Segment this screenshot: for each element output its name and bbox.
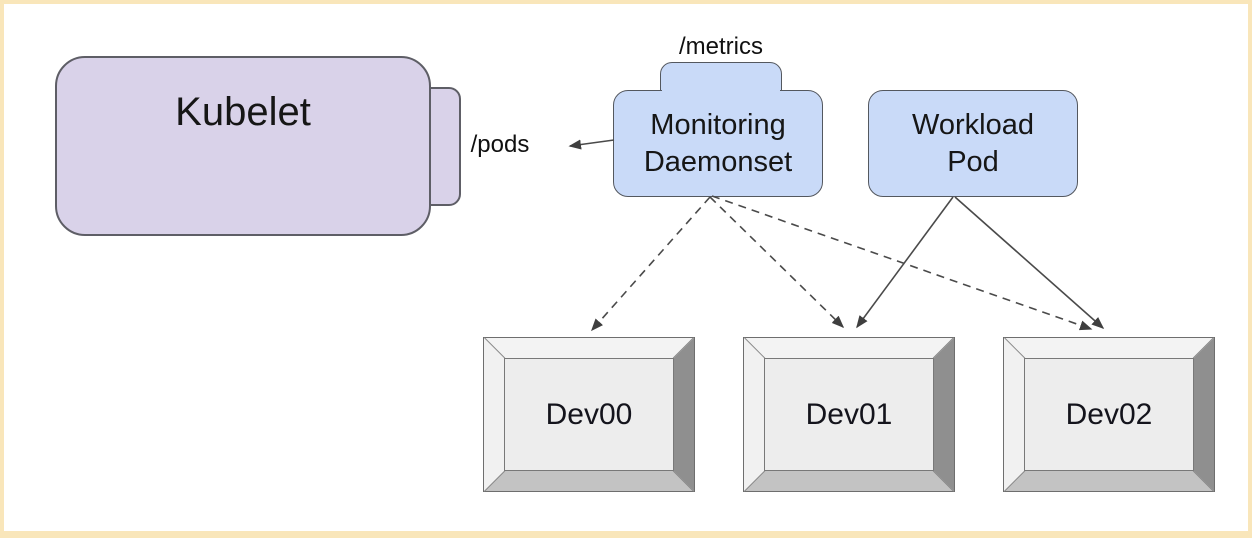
kubelet-node: Kubelet [55, 56, 431, 236]
workload-pod-node: Workload Pod [868, 90, 1078, 197]
edge-monitoring-kubelet-pods [568, 139, 615, 150]
workload-pod-label: Workload Pod [912, 108, 1034, 178]
device-label: Dev01 [805, 397, 893, 431]
device-node-dev01: Dev01 [743, 337, 955, 492]
edge-monitoring-dev02 [711, 195, 1093, 331]
metrics-endpoint-label: /metrics [679, 33, 763, 60]
edge-workload-dev02 [954, 196, 1105, 329]
edge-monitoring-dev01 [709, 196, 845, 329]
monitoring-daemonset-label: Monitoring Daemonset [643, 108, 793, 178]
device-bevel: Dev01 [744, 338, 954, 491]
monitoring-daemonset-node: Monitoring Daemonset [613, 90, 823, 197]
device-bevel: Dev02 [1004, 338, 1214, 491]
device-node-dev02: Dev02 [1003, 337, 1215, 492]
device-node-dev00: Dev00 [483, 337, 695, 492]
kubelet-label: Kubelet [175, 90, 311, 134]
pods-endpoint-label: /pods [470, 131, 530, 158]
edge-monitoring-dev00 [591, 196, 711, 332]
metrics-tab-join [662, 88, 780, 94]
edge-workload-dev01 [856, 196, 954, 329]
device-label: Dev02 [1065, 397, 1153, 431]
device-bevel: Dev00 [484, 338, 694, 491]
device-label: Dev00 [545, 397, 633, 431]
